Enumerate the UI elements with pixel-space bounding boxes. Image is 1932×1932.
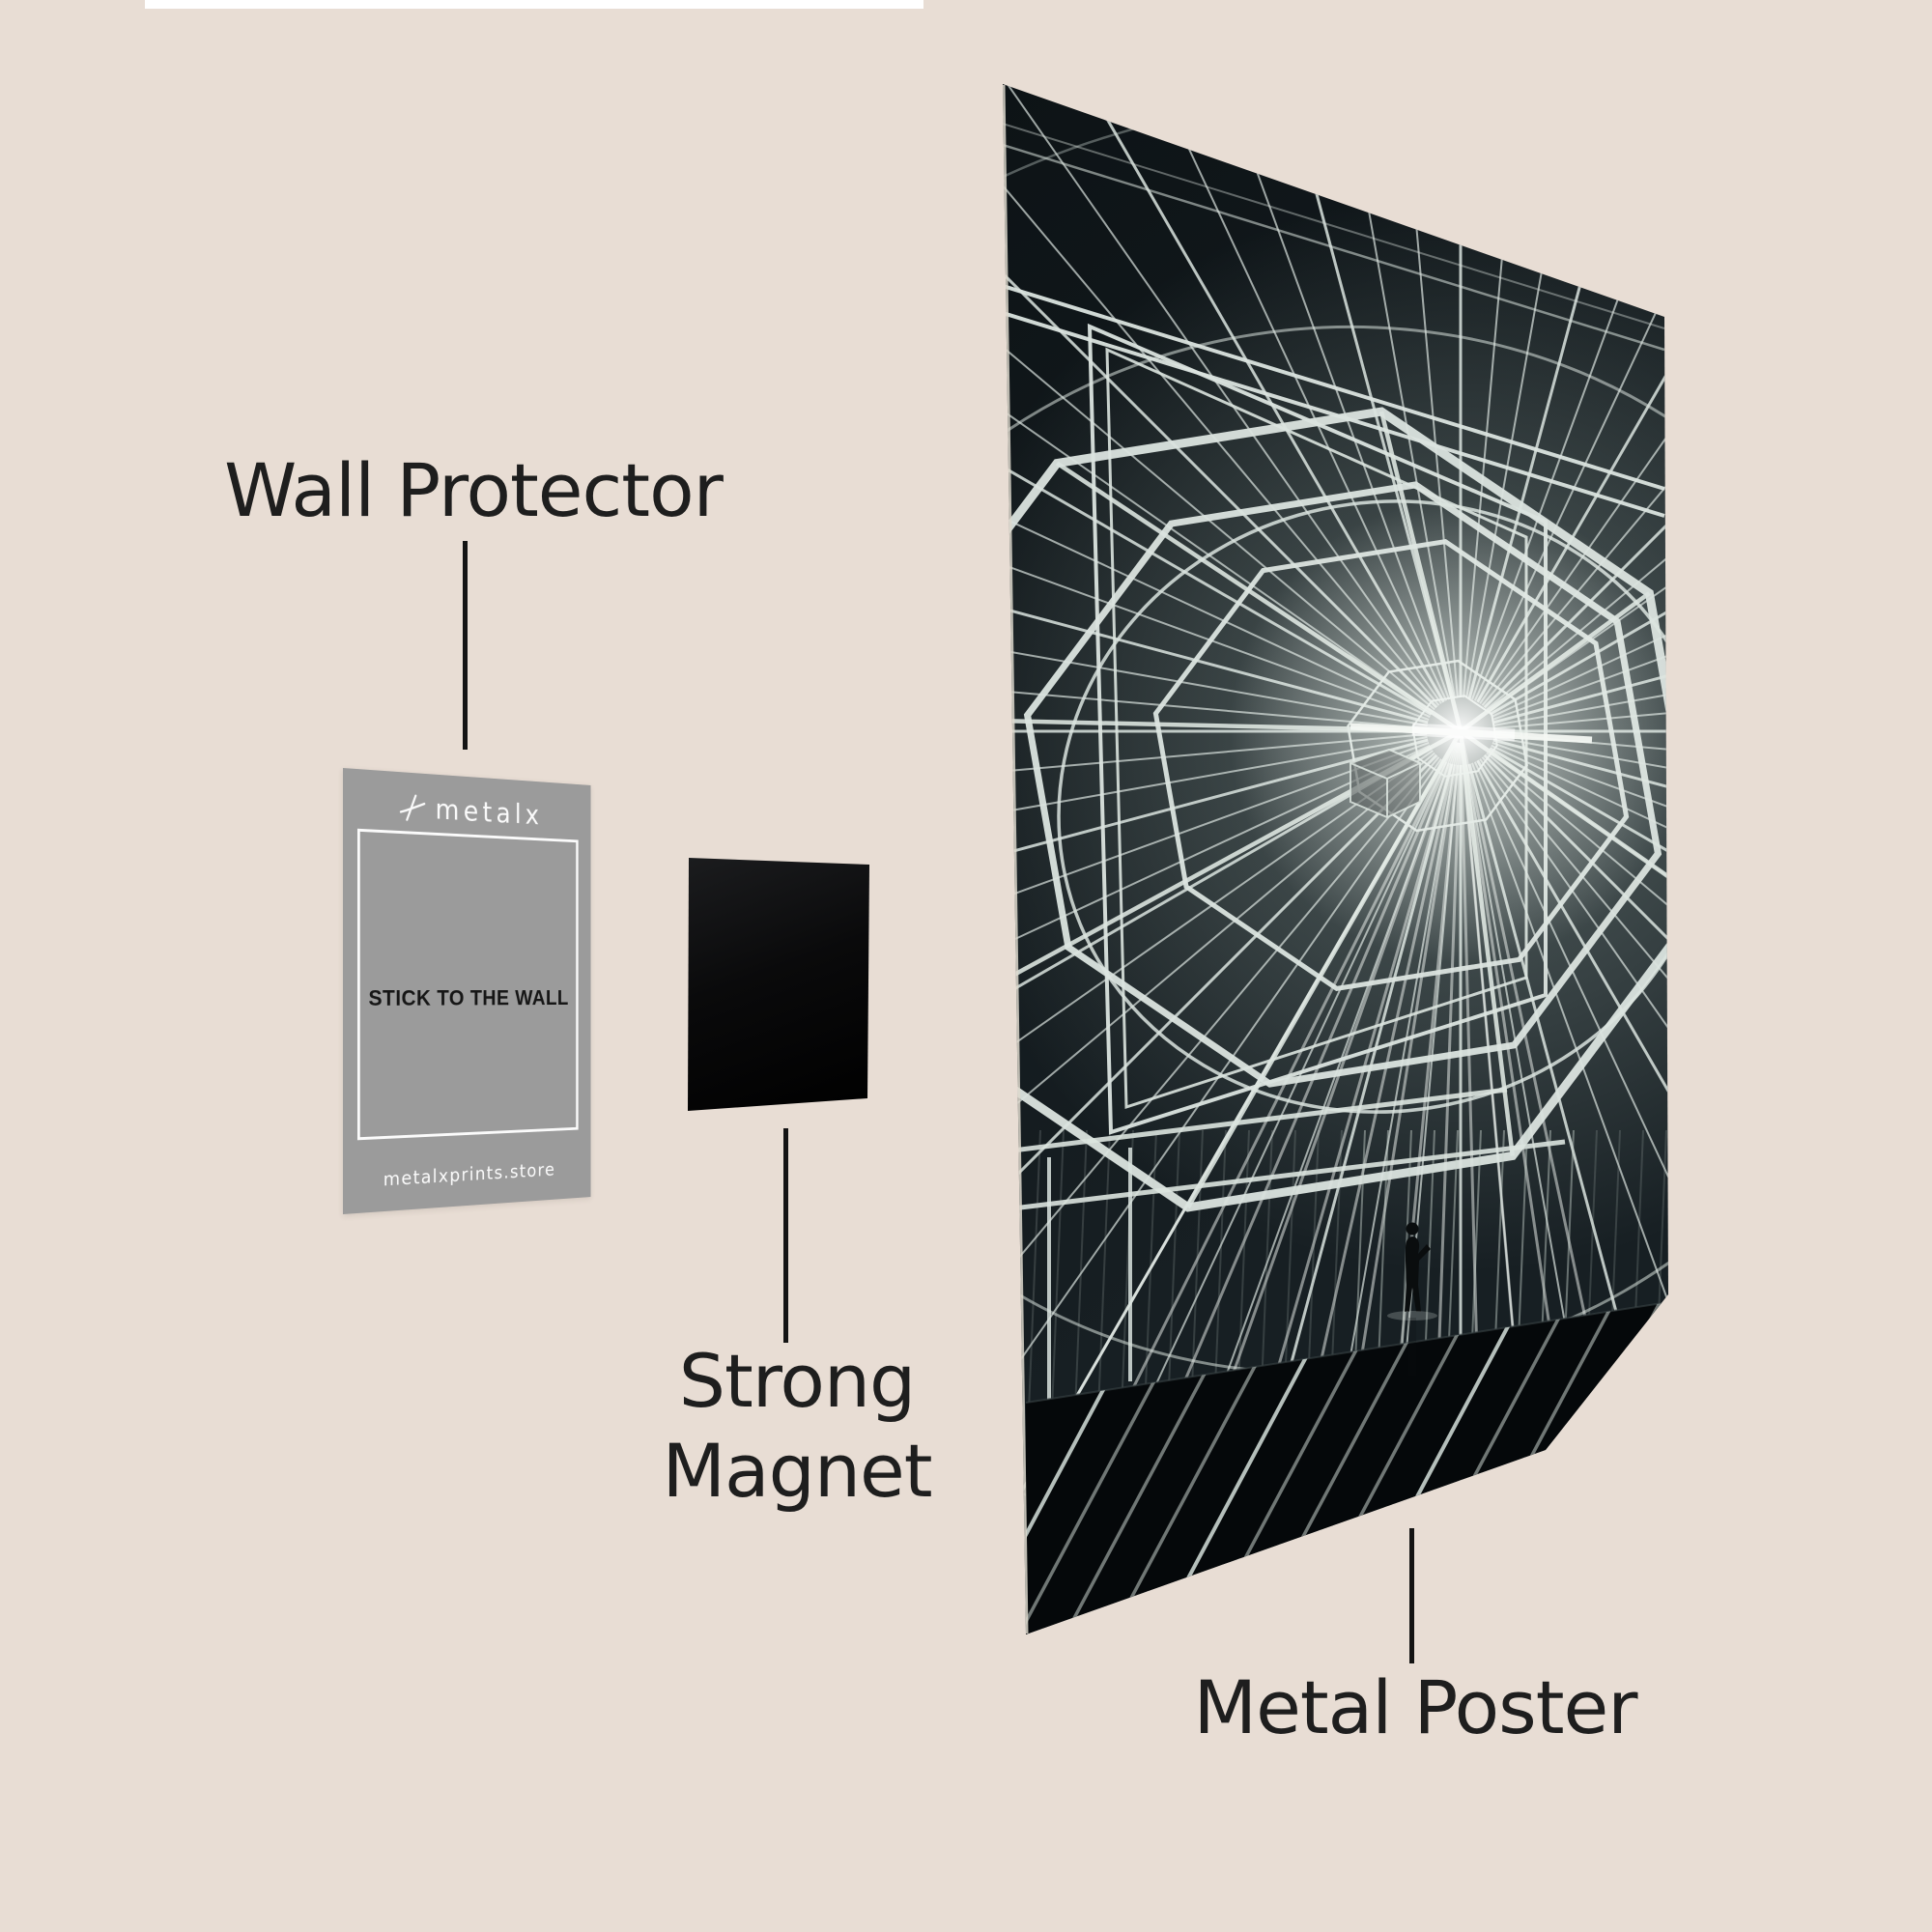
leader-line-wall-protector [463, 541, 468, 750]
card-brand-row: metalx [343, 787, 591, 834]
card-stick-text: STICK TO THE WALL [368, 985, 569, 1010]
strong-magnet-label-line2: Magnet [662, 1427, 932, 1514]
wall-protector-card: metalx STICK TO THE WALL metalxprints.st… [343, 768, 591, 1214]
metal-poster-image [1003, 84, 1668, 1634]
strong-magnet-label-line1: Strong [678, 1338, 917, 1424]
leader-line-metal-poster [1409, 1528, 1414, 1663]
strong-magnet-image [688, 858, 869, 1111]
metalx-logo-icon [397, 792, 427, 824]
wall-protector-label: Wall Protector [224, 447, 724, 533]
top-edge-artifact-strip [145, 0, 923, 9]
brand-name: metalx [435, 793, 544, 832]
leader-line-magnet [783, 1128, 788, 1343]
card-website-text: metalxprints.store [383, 1158, 556, 1191]
card-inner-border [356, 828, 579, 1141]
strong-magnet-label: Strong Magnet [497, 1337, 1096, 1516]
metal-poster-label: Metal Poster [1193, 1664, 1638, 1750]
